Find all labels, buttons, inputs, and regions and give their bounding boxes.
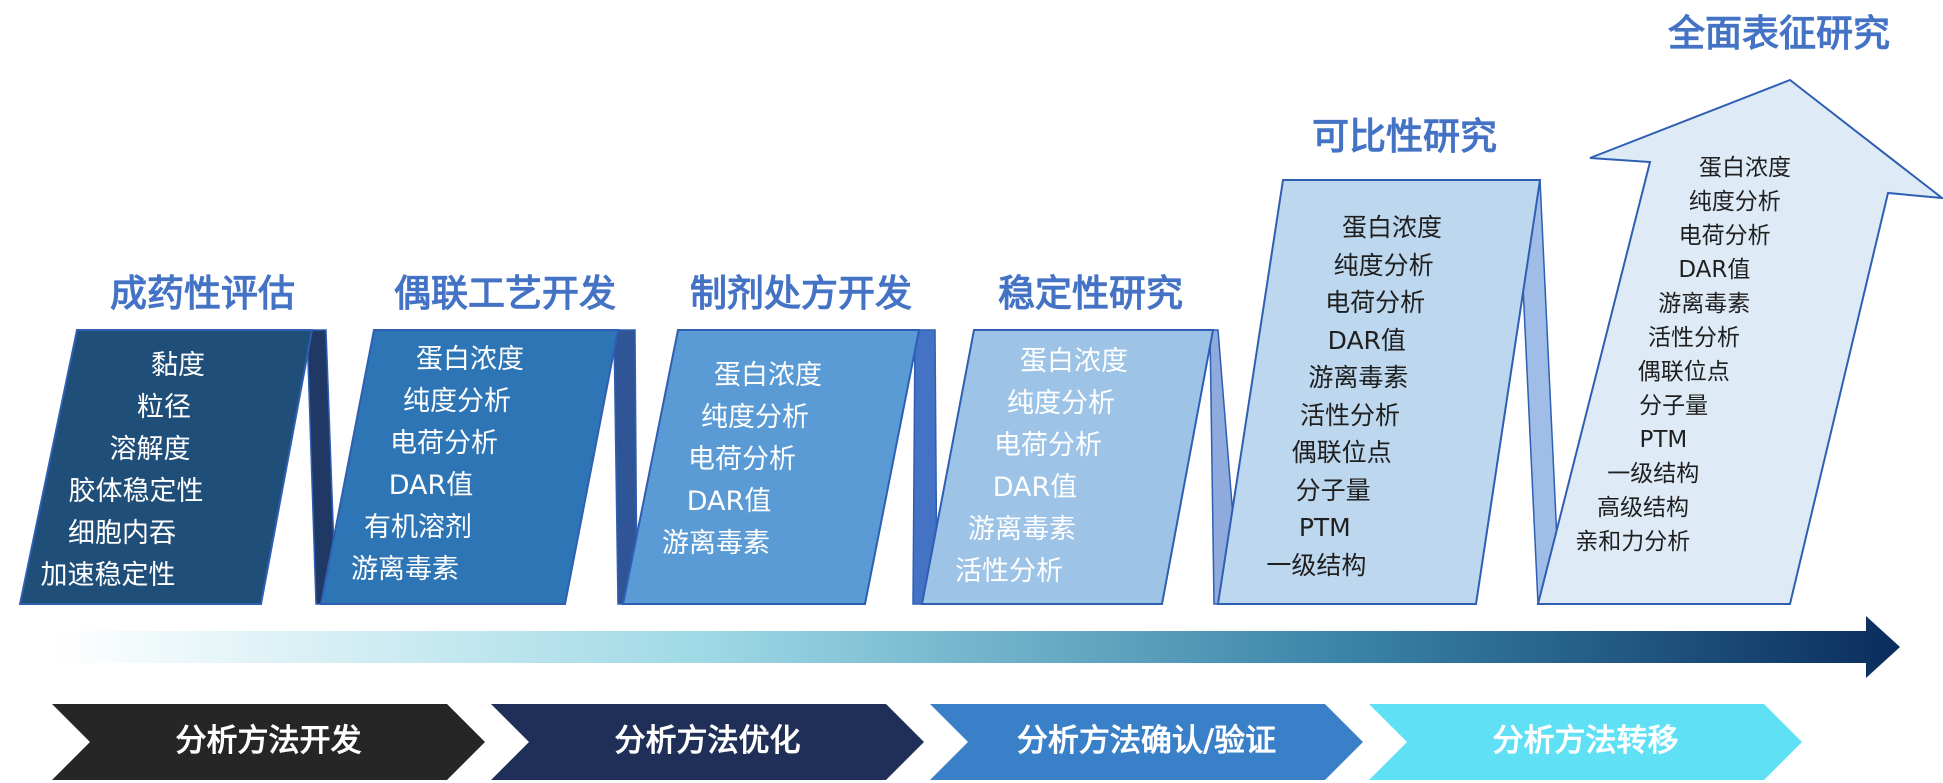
phase-chevron-3 bbox=[930, 704, 1363, 780]
stage-6-item: 电荷分析 bbox=[1678, 223, 1771, 249]
stage-5-item: 电荷分析 bbox=[1325, 288, 1426, 317]
stage-1-item: 粒径 bbox=[137, 392, 191, 423]
stage-5-item: 游离毒素 bbox=[1308, 363, 1409, 392]
phase-chevron-4 bbox=[1369, 704, 1802, 780]
stage-2-item: 蛋白浓度 bbox=[416, 344, 524, 375]
stage-title-3: 制剂处方开发 bbox=[690, 272, 912, 315]
stage-5-item: 活性分析 bbox=[1299, 400, 1401, 430]
stage-panel-1 bbox=[18, 329, 314, 605]
stage-1-item: 细胞内吞 bbox=[68, 518, 176, 549]
stage-6-item: PTM bbox=[1639, 427, 1688, 453]
stage-4-item: 蛋白浓度 bbox=[1020, 346, 1128, 377]
stage-1-item: 加速稳定性 bbox=[40, 560, 176, 591]
phase-label-3: 分析方法确认/验证 bbox=[1016, 723, 1277, 759]
stage-6-item: 亲和力分析 bbox=[1575, 529, 1691, 555]
stage-title-1: 成药性评估 bbox=[110, 272, 295, 315]
stage-1-item: 胶体稳定性 bbox=[68, 476, 204, 507]
stage-panel-2 bbox=[319, 329, 620, 605]
stage-1-item: 黏度 bbox=[151, 350, 205, 381]
stage-2-item: 电荷分析 bbox=[390, 428, 498, 459]
stage-5-item: 偶联位点 bbox=[1291, 438, 1392, 467]
stage-2-item: 纯度分析 bbox=[403, 386, 511, 417]
stage-6-item: 分子量 bbox=[1639, 393, 1709, 419]
phase-label-1: 分析方法开发 bbox=[175, 723, 362, 759]
stage-4-item: 游离毒素 bbox=[968, 514, 1076, 545]
stage-6-item: 偶联位点 bbox=[1637, 359, 1730, 385]
stage-5-item: DAR值 bbox=[1327, 325, 1406, 355]
stage-panel-5 bbox=[1216, 179, 1542, 605]
phase-chevron-2 bbox=[491, 704, 924, 780]
phase-label-4: 分析方法转移 bbox=[1492, 723, 1679, 759]
phase-label-2: 分析方法优化 bbox=[614, 723, 801, 759]
stage-4-item: DAR值 bbox=[992, 472, 1078, 503]
stage-panel-3 bbox=[621, 329, 921, 605]
stage-5-item: 分子量 bbox=[1295, 475, 1371, 505]
stage-6-item: 纯度分析 bbox=[1688, 189, 1781, 215]
stage-panel-4 bbox=[920, 329, 1215, 605]
stage-3-item: 电荷分析 bbox=[688, 444, 796, 475]
stage-5-item: 蛋白浓度 bbox=[1341, 213, 1443, 242]
stage-title-4: 稳定性研究 bbox=[998, 272, 1183, 315]
stage-1-item: 溶解度 bbox=[109, 434, 191, 465]
stage-3-item: DAR值 bbox=[686, 486, 772, 517]
phase-chevron-1 bbox=[52, 704, 485, 780]
stage-6-item: DAR值 bbox=[1678, 257, 1751, 283]
stage-4-item: 电荷分析 bbox=[994, 430, 1102, 461]
stage-title-6: 全面表征研究 bbox=[1668, 12, 1890, 55]
stage-panel-6-arrow bbox=[1536, 78, 1943, 605]
stage-5-item: 一级结构 bbox=[1266, 550, 1367, 580]
stage-5-item: 纯度分析 bbox=[1333, 250, 1434, 280]
progression-arrow bbox=[55, 616, 1900, 678]
stage-title-2: 偶联工艺开发 bbox=[394, 272, 616, 315]
stage-6-item: 高级结构 bbox=[1597, 495, 1689, 521]
stage-6-item: 一级结构 bbox=[1607, 461, 1700, 487]
stage-4-item: 活性分析 bbox=[955, 556, 1063, 587]
stage-2-item: 游离毒素 bbox=[351, 554, 459, 585]
stage-5-item: PTM bbox=[1298, 513, 1351, 542]
stage-6-item: 蛋白浓度 bbox=[1699, 155, 1791, 181]
stage-6-item: 活性分析 bbox=[1648, 325, 1740, 351]
stage-3-item: 纯度分析 bbox=[701, 402, 809, 433]
stage-4-item: 纯度分析 bbox=[1007, 388, 1115, 419]
stage-6-item: 游离毒素 bbox=[1658, 291, 1751, 317]
stage-2-item: 有机溶剂 bbox=[364, 512, 472, 543]
stage-3-item: 蛋白浓度 bbox=[714, 360, 822, 391]
stage-2-item: DAR值 bbox=[388, 470, 474, 501]
stage-3-item: 游离毒素 bbox=[662, 528, 770, 559]
stage-title-5: 可比性研究 bbox=[1312, 115, 1497, 158]
